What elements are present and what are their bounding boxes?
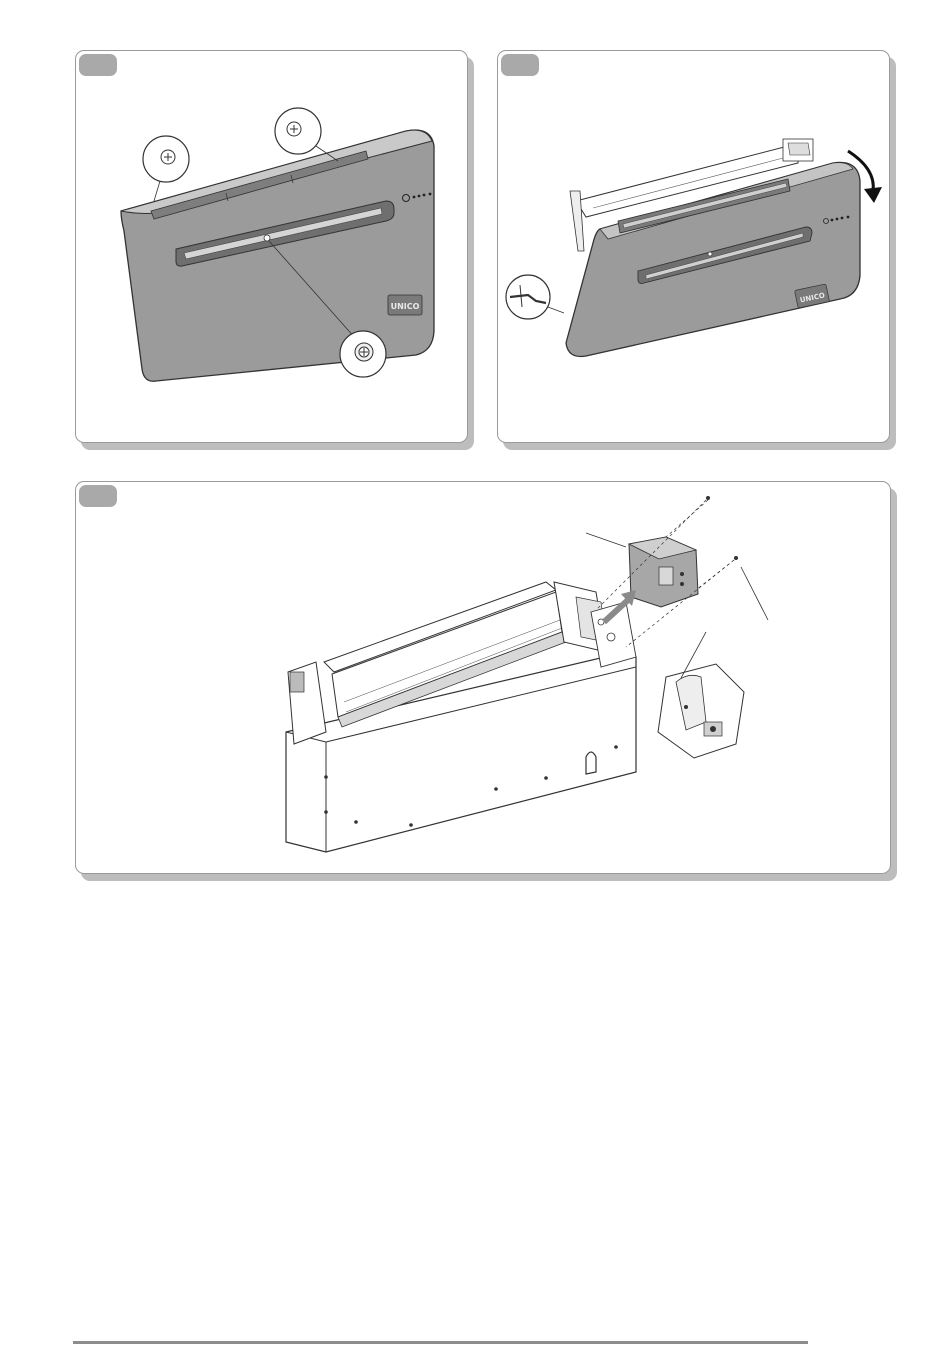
figure-panel-3 bbox=[75, 481, 891, 874]
hinge-detail-icon bbox=[506, 275, 564, 319]
electrical-box-icon bbox=[586, 533, 698, 607]
component-detail bbox=[658, 632, 744, 758]
brand-logo: UNICO bbox=[391, 302, 420, 311]
figure-panel-2: UNICO bbox=[497, 50, 890, 443]
figure-panel-1: UNICO bbox=[75, 50, 468, 443]
unit-front-panel-illustration: UNICO bbox=[76, 51, 469, 444]
chassis-exploded-illustration bbox=[76, 482, 892, 875]
screw-detail-icon bbox=[143, 136, 189, 201]
unit-tilted-front-illustration: UNICO bbox=[498, 51, 891, 444]
footer-rule bbox=[73, 1341, 808, 1344]
